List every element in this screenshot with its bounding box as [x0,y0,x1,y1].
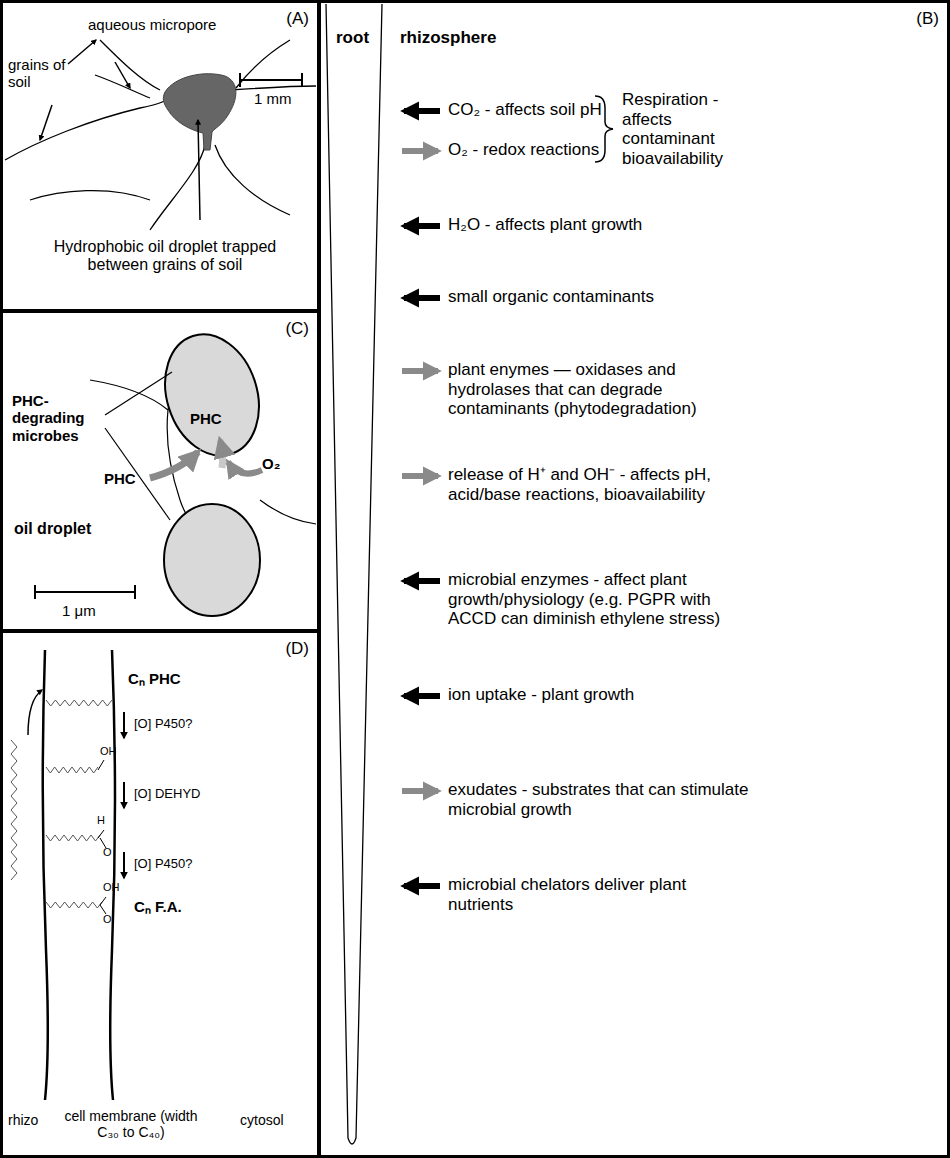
scale-bar [35,585,135,599]
annotation-label: Cₙ PHC [128,670,181,687]
scale-bar [240,73,302,87]
annotation-label: microbial chelators deliver plant nutrie… [448,875,708,914]
figure-panel: (D) [0,630,320,1158]
hydrocarbon-chain [11,700,112,914]
annotation-label: O₂ [262,455,280,472]
annotation-label: root [336,28,369,48]
microbe-cell [164,504,260,616]
scale-label: 1 μm [62,602,96,619]
annotation-label: CO₂ - affects soil pH [448,100,602,120]
reaction-arrows [123,712,125,878]
annotation-label: O₂ - redox reactions [448,140,599,160]
annotation-label: grains of soil [8,56,68,91]
annotation-label: OH [100,745,117,758]
leader-line [105,372,172,415]
microbe-cell [150,322,274,468]
annotation-label: cytosol [240,1112,284,1128]
annotation-label: Respiration - affects contaminant bioava… [622,90,762,168]
panel-letter: (D) [285,639,309,659]
annotation-label: rhizosphere [400,28,496,48]
annotation-label: cell membrane (width C₃₀ to C₄₀) [56,1108,206,1140]
oxygen-arrow [228,462,262,474]
annotation-label: PHC-degrading microbes [12,392,112,444]
annotation-label: rhizo [8,1112,38,1128]
annotation-label: Hydrophobic oil droplet trapped between … [40,238,290,275]
annotation-label: exudates - substrates that can stimulate… [448,780,758,819]
annotation-label: PHC [104,470,136,487]
annotation-label: OH [103,881,120,894]
annotation-label: O [103,846,112,859]
root-outline [326,4,382,1144]
panel-letter: (A) [286,9,309,29]
annotation-label: H [97,814,105,827]
annotation-label: O [103,913,112,926]
panel-letter: (C) [285,319,309,339]
soil-grains [5,40,316,230]
entry-arrow [28,690,42,735]
annotation-label: release of H⁺ and OH⁻ - affects pH, acid… [448,465,778,504]
flux-arrows [402,111,440,886]
scale-label: 1 mm [254,90,292,107]
annotation-label: plant enymes — oxidases and hydrolases t… [448,360,748,419]
membrane [43,650,48,1100]
annotation-label: aqueous micropore [88,16,216,33]
annotation-label: ion uptake - plant growth [448,685,634,705]
annotation-label: microbial enzymes - affect plant growth/… [448,570,758,629]
annotation-label: oil droplet [14,520,91,538]
annotation-label: small organic contaminants [448,287,654,307]
annotation-label: [O] P450? [134,857,193,872]
annotation-label: [O] DEHYD [134,787,200,802]
oil-droplet [163,74,236,150]
membrane [110,650,115,1100]
uptake-arrow [150,452,198,478]
annotation-label: H₂O - affects plant growth [448,215,642,235]
annotation-label: Cₙ F.A. [134,898,182,915]
uptake-arrow [220,440,223,468]
annotation-label: PHC [190,410,222,427]
panel-letter: (B) [916,9,939,29]
annotation-label: [O] P450? [134,717,193,732]
